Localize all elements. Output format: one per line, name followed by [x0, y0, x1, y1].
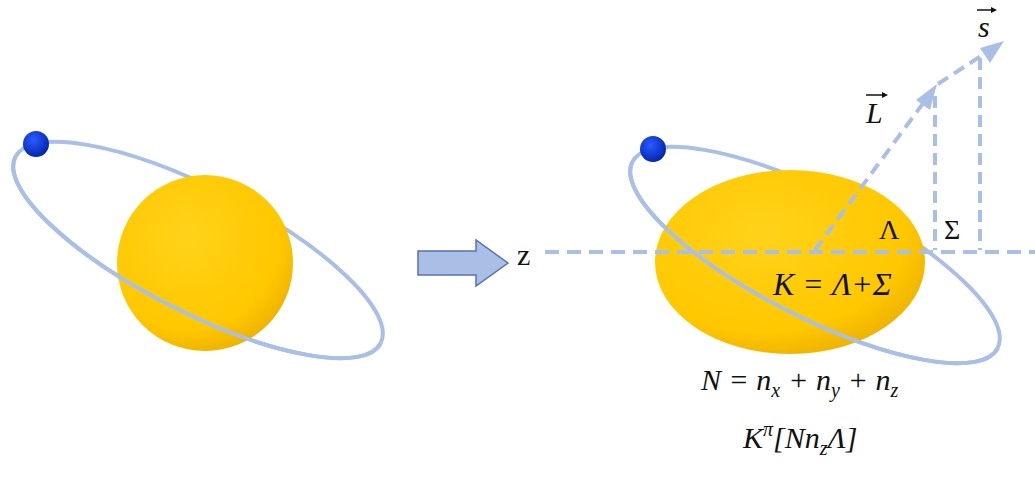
arrowhead	[980, 41, 1004, 63]
spherical-nucleus	[0, 102, 409, 399]
vector-label: s	[978, 12, 990, 42]
deformed-nucleus	[604, 107, 1026, 404]
formula-text: Λ]	[828, 420, 858, 456]
formula-line: Kπ[NnzΛ]	[743, 420, 857, 456]
angular-momentum-vectors	[815, 50, 990, 250]
subscript: z	[891, 378, 899, 402]
vector-accent	[866, 7, 997, 98]
arrowhead	[916, 84, 937, 110]
projection-label: Σ	[944, 216, 960, 244]
z-axis	[545, 250, 1035, 254]
axis-label: z	[517, 240, 530, 270]
formula-text: + n	[848, 362, 891, 398]
formula-text: N = n	[701, 362, 771, 398]
subscript: z	[820, 436, 828, 460]
formula-text: K	[743, 420, 763, 456]
formula-text: [Nn	[773, 420, 820, 456]
subscript: y	[831, 378, 840, 402]
formula-label: K = Λ+Σ	[773, 268, 892, 300]
subscript: x	[771, 378, 780, 402]
projection-label: Λ	[879, 216, 899, 244]
superscript: π	[763, 417, 773, 441]
block-arrow	[418, 240, 508, 286]
formula-text: + n	[788, 362, 831, 398]
formula-line: N = nx+ ny+ nz	[701, 362, 898, 398]
vector-label: L	[866, 98, 883, 128]
